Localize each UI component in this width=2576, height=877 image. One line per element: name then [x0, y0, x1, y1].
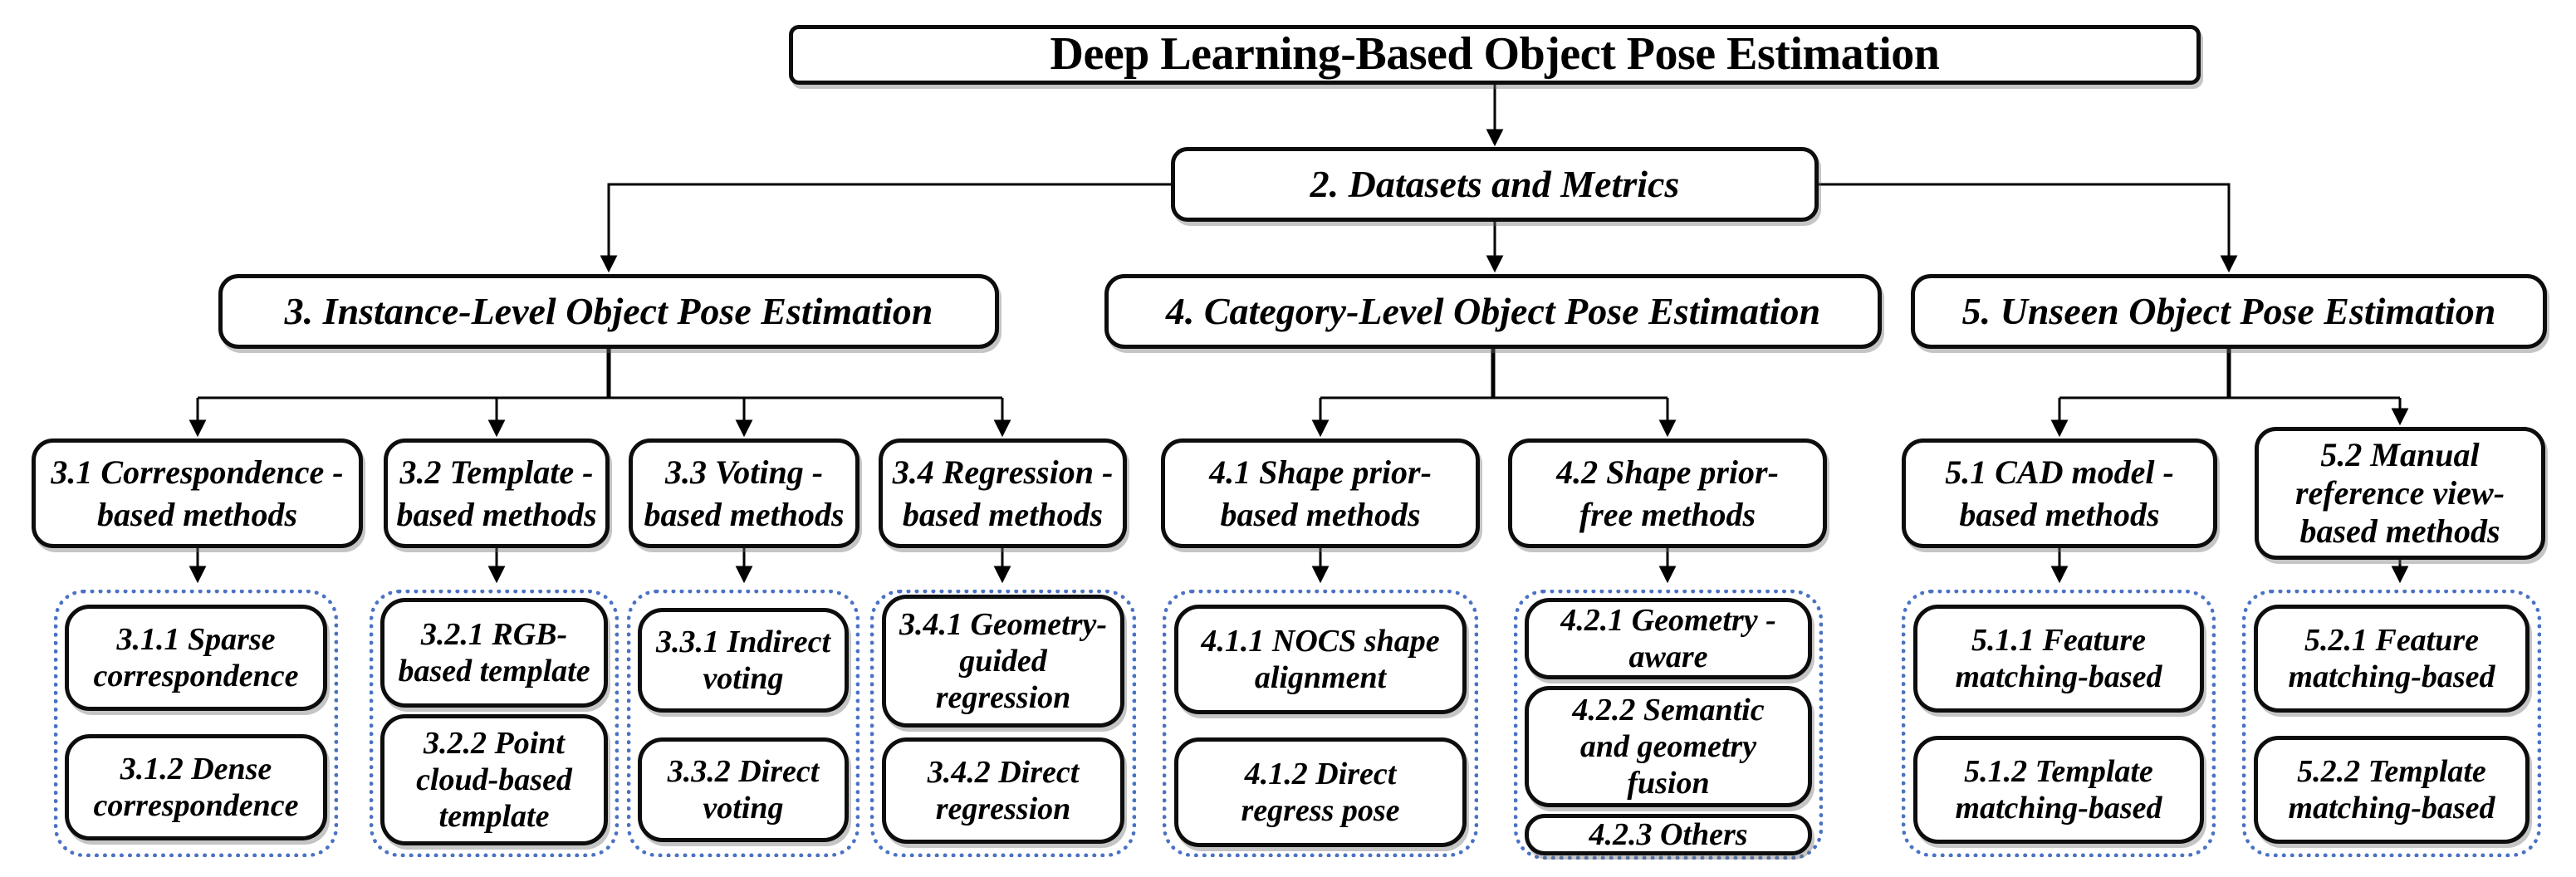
leaf-manual-template-matching: 5.2.2 Template matching-based [2254, 736, 2529, 844]
node-regression-based: 3.4 Regression - based methods [879, 438, 1127, 548]
arrow-datasets-to-instance [600, 183, 1171, 273]
group-manual-reference [2242, 590, 2541, 857]
node-shape-prior-free: 4.2 Shape prior- free methods [1508, 438, 1827, 548]
node-category-level: 4. Category-Level Object Pose Estimation [1104, 274, 1882, 349]
node-voting-based: 3.3 Voting - based methods [629, 438, 859, 548]
leaf-sparse-correspondence: 3.1.1 Sparse correspondence [65, 605, 327, 711]
leaf-indirect-voting: 3.3.1 Indirect voting [638, 608, 849, 713]
leaf-nocs-shape-alignment: 4.1.1 NOCS shape alignment [1174, 605, 1467, 714]
leaf-semantic-geometry-fusion: 4.2.2 Semantic and geometry fusion [1525, 686, 1812, 807]
leaf-manual-feature-matching: 5.2.1 Feature matching-based [2254, 605, 2529, 713]
node-shape-prior-based: 4.1 Shape prior- based methods [1161, 438, 1480, 548]
arrow-datasets-to-unseen [1819, 183, 2238, 273]
leaf-others: 4.2.3 Others [1525, 814, 1812, 855]
group-template [370, 590, 619, 857]
node-template-based: 3.2 Template - based methods [384, 438, 610, 548]
node-correspondence-based: 3.1 Correspondence - based methods [32, 438, 363, 548]
node-unseen-level: 5. Unseen Object Pose Estimation [1911, 274, 2547, 349]
group-cad-model [1902, 590, 2216, 857]
group-shape-prior-based [1163, 590, 1478, 857]
leaf-cad-template-matching: 5.1.2 Template matching-based [1913, 736, 2204, 844]
node-datasets-metrics: 2. Datasets and Metrics [1171, 147, 1819, 222]
node-manual-reference-view-based: 5.2 Manual reference view- based methods [2255, 427, 2545, 560]
group-correspondence [54, 590, 338, 857]
group-regression [870, 590, 1136, 857]
leaf-direct-regression: 3.4.2 Direct regression [882, 737, 1124, 844]
group-voting [627, 590, 859, 857]
leaf-geometry-guided-regression: 3.4.1 Geometry- guided regression [882, 595, 1124, 728]
node-cad-model-based: 5.1 CAD model - based methods [1902, 438, 2217, 548]
leaf-dense-correspondence: 3.1.2 Dense correspondence [65, 734, 327, 840]
leaf-direct-regress-pose: 4.1.2 Direct regress pose [1174, 737, 1467, 847]
leaf-direct-voting: 3.3.2 Direct voting [638, 737, 849, 842]
node-instance-level: 3. Instance-Level Object Pose Estimation [218, 274, 999, 349]
leaf-point-cloud-template: 3.2.2 Point cloud-based template [380, 714, 608, 845]
group-shape-prior-free [1514, 590, 1823, 860]
leaf-cad-feature-matching: 5.1.1 Feature matching-based [1913, 605, 2204, 713]
leaf-rgb-based-template: 3.2.1 RGB- based template [380, 598, 608, 708]
leaf-geometry-aware: 4.2.1 Geometry - aware [1525, 598, 1812, 679]
node-title: Deep Learning-Based Object Pose Estimati… [789, 25, 2201, 85]
